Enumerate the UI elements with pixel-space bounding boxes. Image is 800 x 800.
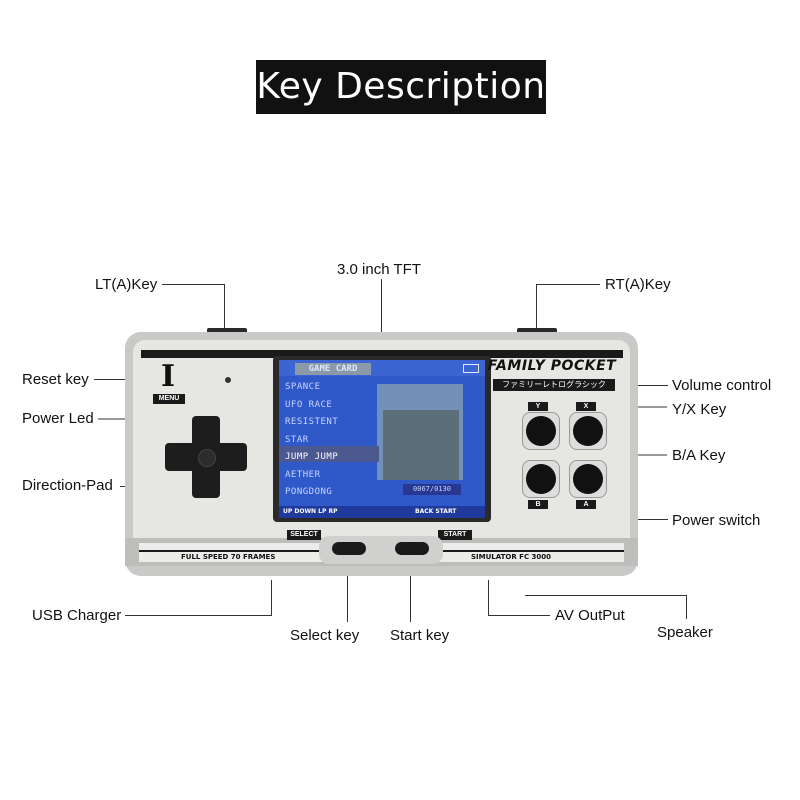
game-list-item[interactable]: UFO RACE xyxy=(285,400,332,410)
label-select-key: Select key xyxy=(290,627,359,644)
leader-lt xyxy=(162,284,225,285)
brand-name: FAMILY POCKET xyxy=(487,358,617,374)
label-tft: 3.0 inch TFT xyxy=(337,261,421,278)
label-usb-charger: USB Charger xyxy=(32,607,121,624)
leader-usb-v xyxy=(271,580,272,616)
leader-av-h xyxy=(488,615,550,616)
handheld-console: I MENU GAME CARD SPANCE UFO RACE RESISTENT… xyxy=(125,328,638,576)
label-power-switch: Power switch xyxy=(672,512,760,529)
y-button[interactable] xyxy=(522,412,560,450)
bottom-right-text: SIMULATOR FC 3000 xyxy=(471,553,551,561)
battery-icon xyxy=(463,364,479,373)
menu-logo[interactable]: I xyxy=(155,362,181,392)
start-label: START xyxy=(438,530,472,540)
x-button[interactable] xyxy=(569,412,607,450)
leader-rt xyxy=(536,284,600,285)
game-counter: 0067/0130 xyxy=(403,484,461,495)
game-list-item[interactable]: AETHER xyxy=(285,470,321,480)
screen-footer-right: BACK START xyxy=(415,508,456,515)
page-title: Key Description xyxy=(256,60,546,114)
label-ba-key: B/A Key xyxy=(672,447,725,464)
a-button[interactable] xyxy=(569,460,607,498)
label-reset-key: Reset key xyxy=(22,371,89,388)
leader-usb xyxy=(125,615,272,616)
label-power-led: Power Led xyxy=(22,410,94,427)
select-label: SELECT xyxy=(287,530,321,540)
label-start-key: Start key xyxy=(390,627,449,644)
game-list-item[interactable]: PONGDONG xyxy=(285,487,332,497)
leader-power-switch xyxy=(636,519,668,520)
label-direction-pad: Direction-Pad xyxy=(22,477,113,494)
menu-label: MENU xyxy=(153,394,185,404)
bottom-left-text: FULL SPEED 70 FRAMES xyxy=(181,553,275,561)
y-label: Y xyxy=(528,402,548,411)
label-av-output: AV OutPut xyxy=(555,607,625,624)
screen-footer-left: UP DOWN LP RP xyxy=(283,508,338,515)
b-button[interactable] xyxy=(522,460,560,498)
leader-rt-v xyxy=(536,284,537,328)
game-list-item[interactable]: SPANCE xyxy=(285,382,321,392)
label-speaker: Speaker xyxy=(657,624,713,641)
leader-speaker-v xyxy=(686,595,687,619)
select-button[interactable] xyxy=(332,542,366,555)
label-rt-key: RT(A)Key xyxy=(605,276,671,293)
start-button[interactable] xyxy=(395,542,429,555)
b-label: B xyxy=(528,500,548,509)
leader-speaker xyxy=(525,595,687,596)
label-yx-key: Y/X Key xyxy=(672,401,726,418)
brand-subtitle: ファミリーレトログラシック xyxy=(493,379,615,391)
x-label: X xyxy=(576,402,596,411)
direction-pad[interactable] xyxy=(165,416,247,498)
game-list-item[interactable]: RESISTENT xyxy=(285,417,338,427)
power-led xyxy=(225,377,231,383)
label-volume-control: Volume control xyxy=(672,377,771,394)
leader-volume xyxy=(636,385,668,386)
game-list-item[interactable]: STAR xyxy=(285,435,309,445)
game-list-item[interactable]: JUMP JUMP xyxy=(285,452,338,462)
tft-screen: GAME CARD SPANCE UFO RACE RESISTENT STAR JUM… xyxy=(279,360,485,518)
leader-av xyxy=(488,580,489,616)
a-label: A xyxy=(576,500,596,509)
label-lt-key: LT(A)Key xyxy=(95,276,157,293)
screen-header: GAME CARD xyxy=(295,363,371,375)
leader-lt-v xyxy=(224,284,225,328)
